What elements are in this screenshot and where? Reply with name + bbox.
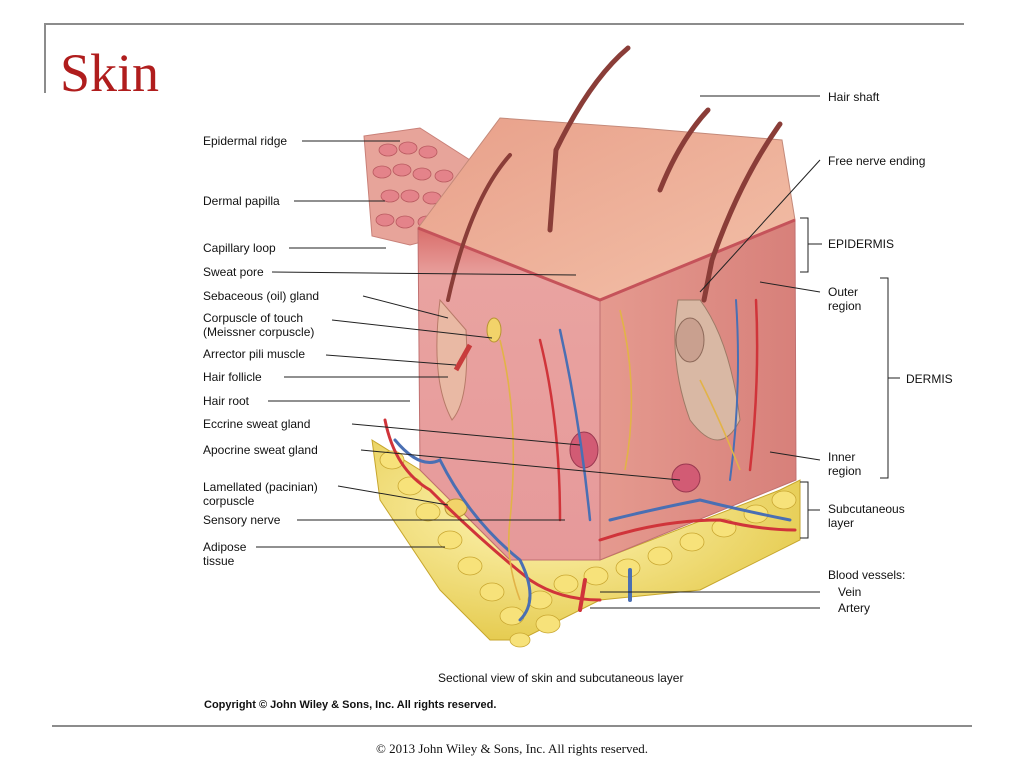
label-blood-vessels: Blood vessels: [828, 568, 905, 582]
label-hair-follicle: Hair follicle [203, 370, 262, 384]
label-corpuscle-of-touch: Corpuscle of touch (Meissner corpuscle) [203, 311, 314, 339]
label-artery: Artery [838, 601, 870, 615]
skin-block [418, 118, 796, 560]
label-sweat-pore: Sweat pore [203, 265, 264, 279]
label-subcutaneous-layer: Subcutaneous layer [828, 502, 905, 530]
layer-brackets [800, 218, 900, 538]
label-apocrine-gland: Apocrine sweat gland [203, 443, 318, 457]
label-epidermis: EPIDERMIS [828, 237, 894, 251]
figure-caption: Sectional view of skin and subcutaneous … [438, 671, 683, 685]
label-sebaceous-gland: Sebaceous (oil) gland [203, 289, 319, 303]
label-dermis: DERMIS [906, 372, 953, 386]
label-dermal-papilla: Dermal papilla [203, 194, 280, 208]
label-free-nerve-ending: Free nerve ending [828, 154, 925, 168]
label-hair-shaft: Hair shaft [828, 90, 879, 104]
label-capillary-loop: Capillary loop [203, 241, 276, 255]
label-outer-region: Outer region [828, 285, 861, 313]
label-epidermal-ridge: Epidermal ridge [203, 134, 287, 148]
label-lamellated-corpuscle: Lamellated (pacinian) corpuscle [203, 480, 318, 508]
label-inner-region: Inner region [828, 450, 861, 478]
label-sensory-nerve: Sensory nerve [203, 513, 280, 527]
label-eccrine-gland: Eccrine sweat gland [203, 417, 310, 431]
label-hair-root: Hair root [203, 394, 249, 408]
label-adipose-tissue: Adipose tissue [203, 540, 246, 568]
slide-footer: © 2013 John Wiley & Sons, Inc. All right… [0, 741, 1024, 757]
label-vein: Vein [838, 585, 861, 599]
figure-copyright: Copyright © John Wiley & Sons, Inc. All … [204, 699, 496, 711]
label-arrector-pili: Arrector pili muscle [203, 347, 305, 361]
